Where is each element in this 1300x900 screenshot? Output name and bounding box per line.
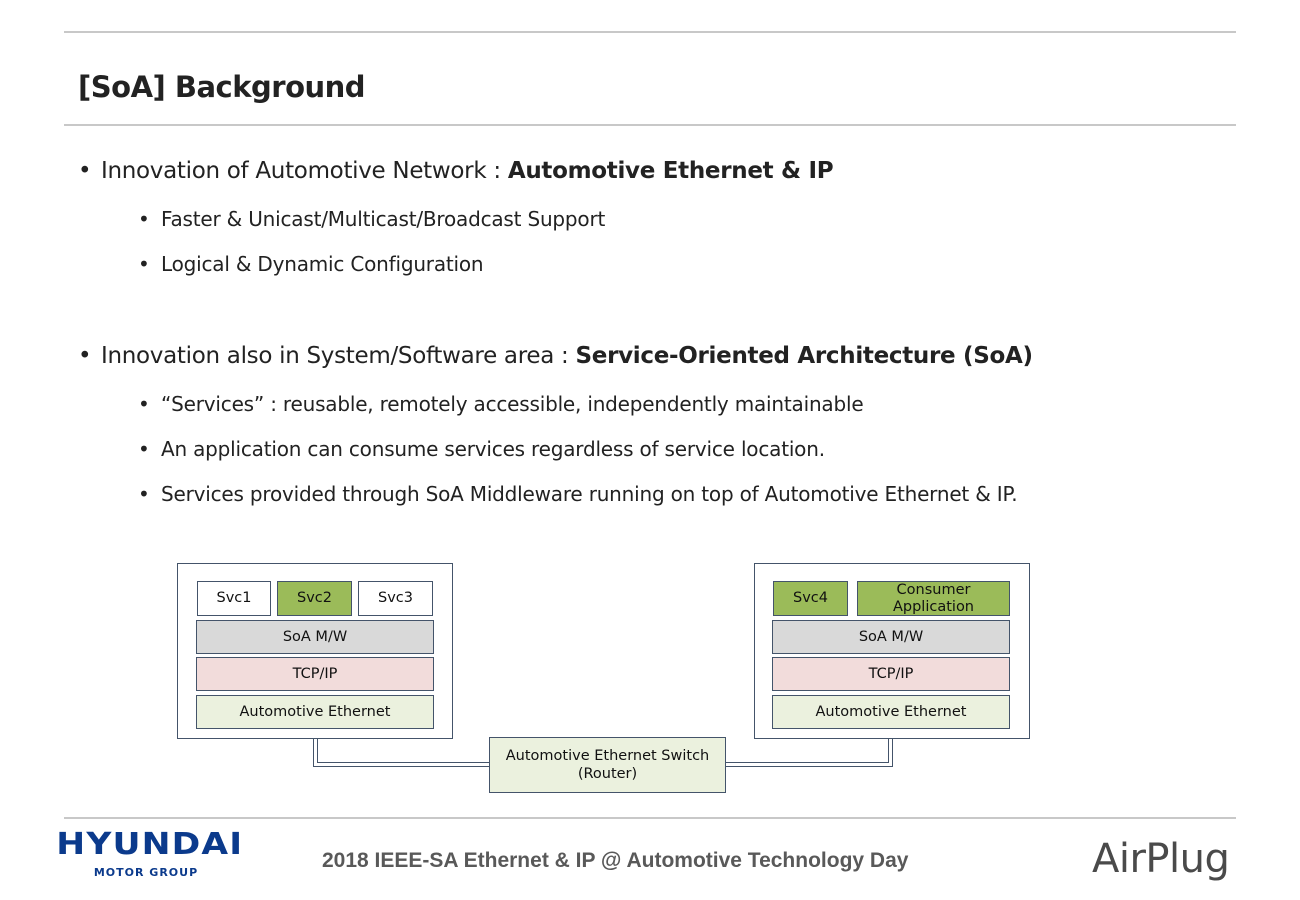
bullet-text: Innovation of Automotive Network : <box>101 158 508 184</box>
hyundai-logo-sub: MOTOR GROUP <box>93 866 199 879</box>
hyundai-logo: HYUNDAI MOTOR GROUP <box>56 830 242 880</box>
right-link-inner <box>725 739 889 763</box>
bullet-marker: • <box>138 437 150 461</box>
sub-bullet-middleware: • Services provided through SoA Middlewar… <box>138 482 1018 506</box>
svc1-box: Svc1 <box>197 581 271 616</box>
slide-title: [SoA] Background <box>78 70 366 104</box>
bullet-text: Innovation also in System/Software area … <box>101 343 576 369</box>
left-ethernet-layer: Automotive Ethernet <box>196 695 434 729</box>
bullet-text: Faster & Unicast/Multicast/Broadcast Sup… <box>161 207 606 231</box>
bullet-marker: • <box>138 207 150 231</box>
top-rule <box>64 31 1236 33</box>
right-ethernet-layer: Automotive Ethernet <box>772 695 1010 729</box>
sub-bullet-services: • “Services” : reusable, remotely accessi… <box>138 392 864 416</box>
sub-bullet-consume: • An application can consume services reg… <box>138 437 825 461</box>
bullet-software: • Innovation also in System/Software area… <box>78 343 1033 369</box>
right-link-outer <box>725 739 893 767</box>
airplug-logo: AirPlug <box>1092 836 1230 882</box>
svc4-box: Svc4 <box>773 581 848 616</box>
sub-bullet-faster: • Faster & Unicast/Multicast/Broadcast Su… <box>138 207 605 231</box>
left-link-outer <box>313 739 491 767</box>
footer-event-text: 2018 IEEE-SA Ethernet & IP @ Automotive … <box>322 849 909 872</box>
bullet-network: • Innovation of Automotive Network : Auto… <box>78 158 834 184</box>
switch-sublabel: (Router) <box>577 766 638 782</box>
bullet-emphasis: Automotive Ethernet & IP <box>507 158 834 184</box>
left-soa-mw-layer: SoA M/W <box>196 620 434 654</box>
bullet-marker: • <box>138 392 150 416</box>
right-tcpip-layer: TCP/IP <box>772 657 1010 691</box>
bullet-marker: • <box>138 482 150 506</box>
svc2-box: Svc2 <box>277 581 352 616</box>
title-rule <box>64 124 1236 126</box>
right-soa-mw-layer: SoA M/W <box>772 620 1010 654</box>
bullet-text: An application can consume services rega… <box>161 437 825 461</box>
bullet-marker: • <box>138 252 150 276</box>
ethernet-switch-box: Automotive Ethernet Switch (Router) <box>489 737 726 793</box>
bullet-marker: • <box>78 343 92 369</box>
sub-bullet-config: • Logical & Dynamic Configuration <box>138 252 484 276</box>
svc3-box: Svc3 <box>358 581 433 616</box>
bullet-marker: • <box>78 158 92 184</box>
consumer-application-box: Consumer Application <box>857 581 1010 616</box>
hyundai-logo-main: HYUNDAI <box>56 827 244 862</box>
bullet-text: Services provided through SoA Middleware… <box>161 482 1018 506</box>
bullet-emphasis: Service-Oriented Architecture (SoA) <box>575 343 1034 369</box>
left-link-inner <box>317 739 491 763</box>
left-tcpip-layer: TCP/IP <box>196 657 434 691</box>
bullet-text: Logical & Dynamic Configuration <box>161 252 484 276</box>
switch-label: Automotive Ethernet Switch <box>505 747 710 764</box>
footer-rule <box>64 817 1236 819</box>
bullet-text: “Services” : reusable, remotely accessib… <box>161 392 864 416</box>
